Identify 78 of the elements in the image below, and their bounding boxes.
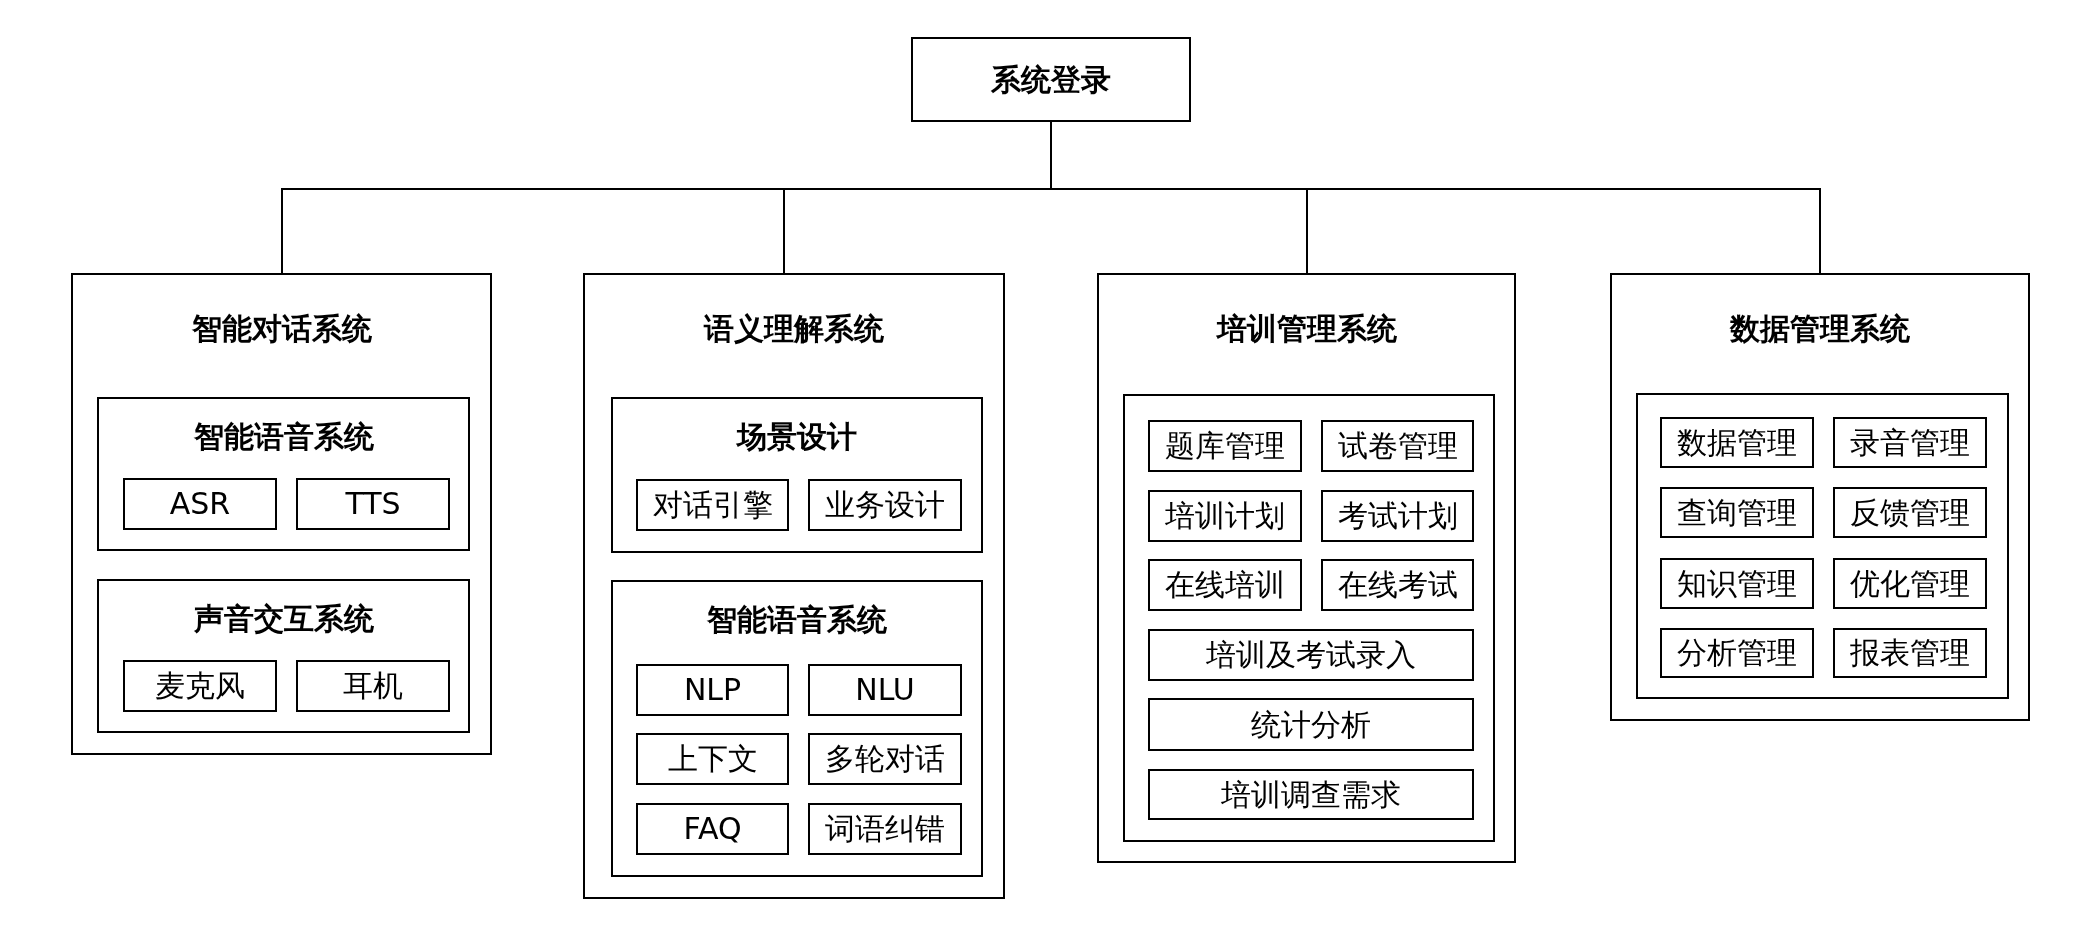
item-label: 上下文 [667,740,758,778]
item-box [1833,487,1987,538]
item-box [1833,417,1987,468]
item-box [1321,559,1474,611]
item-label: 统计分析 [1251,705,1371,744]
item-label: ASR [169,485,231,523]
group-title: 场景设计 [737,418,857,456]
root-box [911,37,1191,122]
item-label: 报表管理 [1850,634,1970,672]
group-title: 数据管理系统 [1730,310,1910,348]
item-box [1148,629,1474,681]
group-title: 智能对话系统 [191,310,372,348]
group-title: 培训管理系统 [1216,310,1397,348]
group-panel [97,579,470,733]
item-box [808,479,962,531]
group-panel [1097,273,1516,863]
item-label: 词语纠错 [825,810,945,848]
item-box [296,478,450,530]
item-label: 多轮对话 [825,740,945,778]
item-box [1321,490,1474,542]
item-label: 对话引擎 [652,486,773,524]
item-label: NLP [683,671,742,709]
group-title: 智能语音系统 [193,418,374,456]
item-box [1660,628,1814,678]
item-label: 培训调查需求 [1221,775,1401,814]
item-label: 在线培训 [1165,566,1285,604]
item-label: 培训计划 [1165,497,1285,535]
item-box [636,479,789,531]
item-label: 数据管理 [1677,423,1797,462]
item-box [1660,487,1814,538]
item-box [636,803,789,855]
item-box [636,733,789,785]
item-label: 分析管理 [1677,634,1797,672]
item-label: 查询管理 [1677,493,1797,532]
item-label: 培训及考试录入 [1206,636,1416,674]
item-box [1833,628,1987,678]
item-box [1148,420,1302,472]
item-box [123,478,277,530]
item-label: FAQ [683,810,742,848]
item-label: TTS [345,485,401,523]
group-panel [583,273,1005,899]
item-label: 考试计划 [1337,497,1458,535]
group-panel [611,580,983,877]
item-label: 麦克风 [155,667,245,705]
group-title: 声音交互系统 [193,600,374,638]
item-box [1833,558,1987,609]
group-panel [1610,273,2030,721]
item-box [123,660,277,712]
item-box [1148,559,1302,611]
group-title: 语义理解系统 [704,310,884,348]
item-box [1148,698,1474,751]
item-box [808,733,962,785]
item-box [1660,558,1814,609]
item-label: 业务设计 [825,486,945,524]
group-box [1636,393,2009,699]
item-box [808,803,962,855]
group-panel [71,273,492,755]
item-box [1321,420,1474,472]
item-label: 题库管理 [1165,427,1285,465]
item-box [808,664,962,716]
group-panel [97,397,470,551]
item-label: NLU [855,671,915,709]
item-label: 在线考试 [1337,566,1458,604]
item-label: 系统登录 [991,60,1111,99]
item-label: 录音管理 [1850,423,1970,462]
item-label: 试卷管理 [1337,427,1458,465]
item-box [1660,417,1814,468]
group-panel [611,397,983,553]
item-label: 耳机 [343,667,403,705]
item-label: 知识管理 [1677,564,1797,603]
item-box [1148,490,1302,542]
group-box [1123,394,1495,842]
item-box [296,660,450,712]
item-label: 反馈管理 [1850,493,1970,532]
group-title: 智能语音系统 [707,601,887,639]
item-box [1148,769,1474,820]
item-box [636,664,789,716]
item-label: 优化管理 [1850,564,1970,603]
